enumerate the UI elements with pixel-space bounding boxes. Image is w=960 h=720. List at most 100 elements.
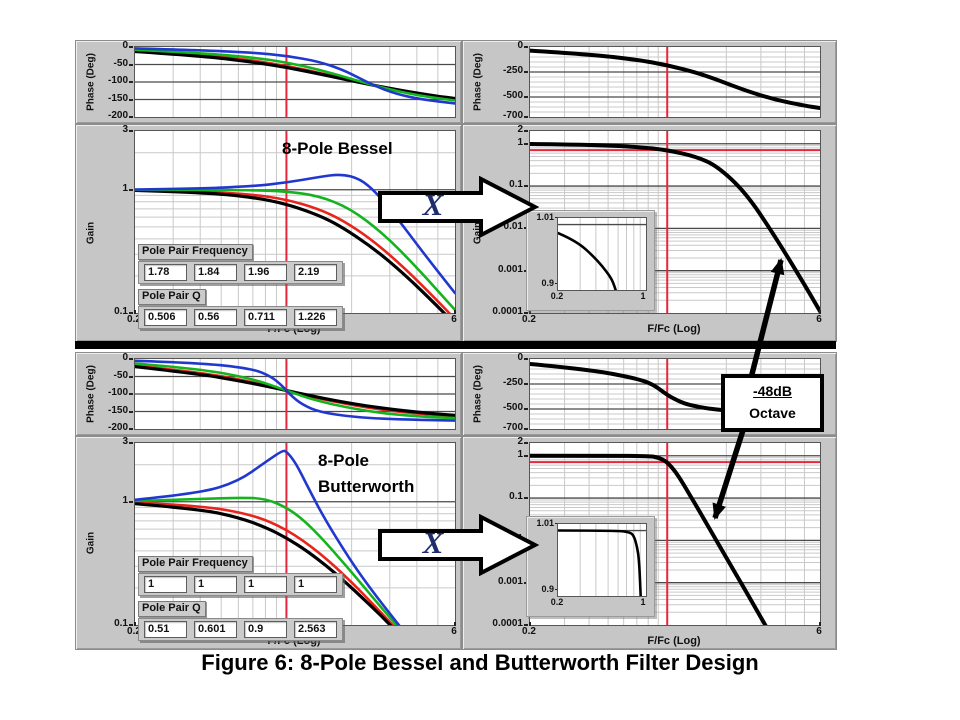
pole-pair-frequency-value[interactable]: 1.96 — [244, 264, 287, 281]
xtick: 1 — [640, 291, 646, 301]
pole-pair-q-value[interactable]: 1.226 — [294, 309, 337, 326]
rolloff-callout: -48dB Octave — [721, 374, 824, 432]
figure-caption: Figure 6: 8-Pole Bessel and Butterworth … — [201, 650, 759, 675]
ytick: -50 — [92, 58, 133, 70]
ytick: 0 — [92, 352, 133, 364]
ytick: -150 — [92, 405, 133, 417]
ytick: 3 — [92, 436, 133, 448]
ytick: -150 — [92, 93, 133, 105]
ytick: 0.1 — [92, 306, 133, 318]
ytick: 2 — [481, 124, 528, 136]
bessel-response-phase-panel: Phase (Deg) 0 -250 -500 -700 — [462, 40, 837, 124]
butterworth-passband-inset: 1.01 0.9 0.2 1 — [526, 516, 655, 617]
bessel-passband-inset: 1.01 0.9 0.2 1 — [526, 210, 655, 311]
pole-pair-frequency-label: Pole Pair Frequency — [138, 244, 253, 260]
x-axis-label: F/Fc (Log) — [647, 635, 701, 647]
ytick: 0.1 — [92, 618, 133, 630]
pole-pair-frequency-row: 1.78 1.84 1.96 2.19 — [138, 261, 343, 284]
ytick: -500 — [481, 90, 528, 102]
pole-pair-q-row: 0.506 0.56 0.711 1.226 — [138, 306, 343, 329]
pole-pair-frequency-value[interactable]: 1.84 — [194, 264, 237, 281]
ytick: -200 — [92, 422, 133, 434]
butterworth-response-gain-panel: Gain 2 1 0.1 0.01 0.001 0.0001 0.2 6 F/F… — [462, 436, 837, 650]
rolloff-value: -48dB — [753, 383, 792, 399]
butterworth-title-label-line2: Butterworth — [318, 477, 415, 496]
ytick: 0.001 — [481, 576, 528, 588]
ytick: -500 — [481, 402, 528, 414]
xtick: 6 — [442, 622, 466, 637]
pole-pair-q-row: 0.51 0.601 0.9 2.563 — [138, 618, 343, 641]
ytick: 1 — [481, 137, 528, 149]
ytick: 0.0001 — [481, 618, 528, 630]
xtick: 1 — [640, 597, 646, 607]
ytick: -250 — [481, 65, 528, 77]
ytick: 0 — [92, 40, 133, 52]
bessel-response-phase-chart — [529, 46, 821, 118]
x-axis-label: F/Fc (Log) — [647, 323, 701, 335]
pole-pair-q-value[interactable]: 0.711 — [244, 309, 287, 326]
ytick: 1 — [92, 183, 133, 195]
ytick: 0.1 — [481, 491, 528, 503]
ytick: -200 — [92, 110, 133, 122]
bessel-gain-panel: Gain 3 1 0.1 0.2 6 F/Fc (Log) Pole Pair … — [75, 124, 462, 342]
ytick: -100 — [92, 75, 133, 87]
xtick: 0.2 — [550, 597, 564, 607]
ytick: 2 — [481, 436, 528, 448]
butterworth-gain-panel: Gain 3 1 0.1 0.2 6 F/Fc (Log) Pole Pair … — [75, 436, 462, 650]
xtick: 0.2 — [517, 622, 541, 637]
butterworth-title-label-line1: 8-Pole — [318, 451, 370, 470]
block-arrow-icon — [378, 175, 540, 239]
ytick: -50 — [92, 370, 133, 382]
multiply-arrow-bottom: X — [377, 513, 540, 577]
ytick: -700 — [481, 110, 528, 122]
block-arrow-icon — [378, 513, 540, 577]
xtick: 0.2 — [517, 310, 541, 325]
pole-pair-q-value[interactable]: 0.9 — [244, 621, 287, 638]
ytick: -100 — [92, 387, 133, 399]
pole-pair-q-value[interactable]: 0.51 — [144, 621, 187, 638]
pole-pair-frequency-value[interactable]: 1.78 — [144, 264, 187, 281]
pole-pair-q-label: Pole Pair Q — [138, 601, 206, 617]
pole-pair-q-value[interactable]: 0.56 — [194, 309, 237, 326]
xtick: 6 — [807, 622, 831, 637]
pole-pair-q-label: Pole Pair Q — [138, 289, 206, 305]
butterworth-pole-table: Pole Pair Frequency 1 1 1 1 Pole Pair Q … — [138, 553, 388, 643]
section-divider — [75, 341, 836, 349]
bessel-title-label: 8-Pole Bessel — [282, 139, 393, 158]
gain-axis-label: Gain — [85, 531, 97, 555]
pole-pair-frequency-value[interactable]: 1 — [294, 576, 337, 593]
pole-pair-frequency-value[interactable]: 2.19 — [294, 264, 337, 281]
multiply-arrow-top: X — [377, 175, 540, 239]
multiply-symbol: X — [422, 187, 444, 222]
ytick: 1 — [92, 495, 133, 507]
ytick: 0.0001 — [481, 306, 528, 318]
pole-pair-q-value[interactable]: 0.601 — [194, 621, 237, 638]
pole-pair-frequency-row: 1 1 1 1 — [138, 573, 343, 596]
ytick: 0.001 — [481, 264, 528, 276]
ytick: 1.01 — [527, 518, 558, 528]
gain-axis-label: Gain — [85, 221, 97, 245]
xtick: 6 — [442, 310, 466, 325]
pole-pair-frequency-value[interactable]: 1 — [194, 576, 237, 593]
xtick: 0.2 — [122, 622, 146, 637]
bessel-passband-inset-chart — [557, 217, 647, 291]
ytick: 0.9 — [527, 278, 558, 288]
butterworth-phase-panel: Phase (Deg) 0 -50 -100 -150 -200 — [75, 352, 462, 436]
ytick: 0.9 — [527, 584, 558, 594]
pole-pair-frequency-label: Pole Pair Frequency — [138, 556, 253, 572]
ytick: 0 — [481, 40, 528, 52]
xtick: 0.2 — [550, 291, 564, 301]
pole-pair-frequency-value[interactable]: 1 — [244, 576, 287, 593]
butterworth-passband-inset-chart — [557, 523, 647, 597]
rolloff-unit: Octave — [749, 405, 796, 421]
bessel-phase-panel: Phase (Deg) 0 -50 -100 -150 -200 — [75, 40, 462, 124]
pole-pair-q-value[interactable]: 0.506 — [144, 309, 187, 326]
ytick: -700 — [481, 422, 528, 434]
ytick: 0 — [481, 352, 528, 364]
xtick: 6 — [807, 310, 831, 325]
xtick: 0.2 — [122, 310, 146, 325]
pole-pair-q-value[interactable]: 2.563 — [294, 621, 337, 638]
pole-pair-frequency-value[interactable]: 1 — [144, 576, 187, 593]
butterworth-phase-chart — [134, 358, 456, 430]
